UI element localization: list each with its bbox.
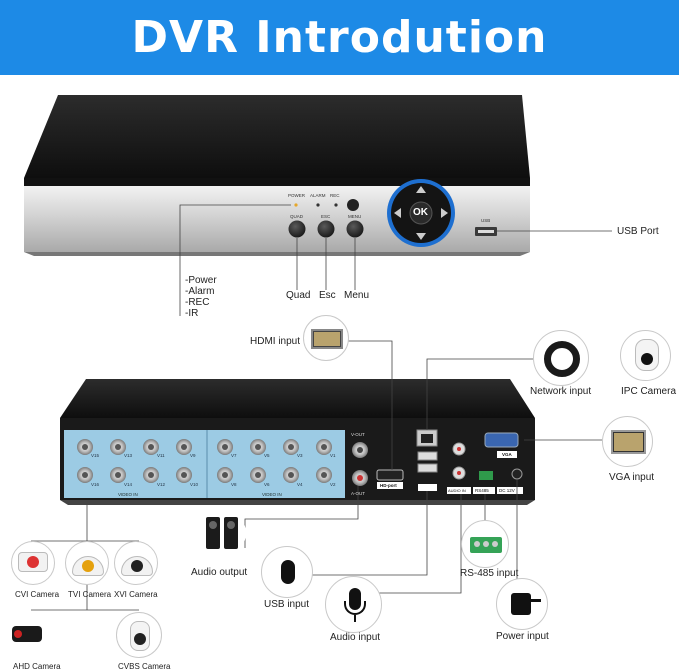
speaker-icon bbox=[198, 509, 246, 557]
bnc-label-v2: V2 bbox=[330, 482, 336, 487]
alarm-callout: -Alarm bbox=[185, 286, 215, 297]
video-in-label-right: VIDEO IN bbox=[262, 492, 282, 497]
bnc-label-v15: V15 bbox=[91, 453, 100, 458]
indicator-callout: -Power -Alarm -REC -IR bbox=[185, 275, 217, 319]
quad-callout: Quad bbox=[286, 290, 311, 301]
menu-button-label: MENU bbox=[348, 214, 362, 219]
cvi-camera-icon bbox=[11, 541, 55, 585]
cvi-camera-label: CVI Camera bbox=[15, 590, 60, 599]
ok-button[interactable] bbox=[409, 201, 433, 225]
alarm-led-label: ALARM bbox=[310, 193, 326, 198]
cvbs-camera-icon bbox=[116, 612, 162, 658]
bnc-label-v3: V3 bbox=[297, 453, 303, 458]
bnc-label-v5: V5 bbox=[264, 453, 270, 458]
video-in-label-left: VIDEO IN bbox=[118, 492, 138, 497]
rs485-terminal-icon bbox=[461, 520, 509, 568]
bnc-label-v1: V1 bbox=[330, 453, 336, 458]
ipc-camera-callout: IPC Camera bbox=[621, 386, 677, 397]
tvi-camera-icon bbox=[65, 541, 109, 585]
hdmi-port[interactable] bbox=[376, 469, 404, 481]
microphone-icon bbox=[325, 576, 382, 633]
rs485-label: RS485 bbox=[475, 488, 489, 493]
hdmi-input-callout: HDMI input bbox=[250, 336, 301, 347]
bnc-label-v11: V11 bbox=[157, 453, 165, 458]
usb-small-label: USB bbox=[481, 218, 491, 223]
usb-port-rear-2[interactable] bbox=[417, 463, 438, 473]
quad-button[interactable] bbox=[288, 220, 306, 238]
audio-input-callout: Audio input bbox=[330, 632, 381, 643]
vga-monitor-icon bbox=[602, 416, 653, 467]
power-input-callout: Power input bbox=[496, 631, 549, 642]
left-arrow-icon[interactable] bbox=[394, 208, 401, 218]
audio-in-label: AUDIO IN bbox=[448, 488, 466, 493]
ir-sensor bbox=[347, 199, 359, 211]
vga-port[interactable] bbox=[484, 432, 519, 448]
menu-button[interactable] bbox=[346, 220, 364, 238]
quad-button-label: QUAD bbox=[290, 214, 304, 219]
rs485-input-callout: RS-485 input bbox=[460, 568, 519, 579]
page-title: DVR Introdution bbox=[131, 12, 548, 63]
bnc-label-v12: V12 bbox=[157, 482, 166, 487]
esc-callout: Esc bbox=[319, 290, 336, 301]
power-led bbox=[294, 203, 298, 207]
xvi-camera-label: XVI Camera bbox=[114, 590, 158, 599]
alarm-led bbox=[316, 203, 320, 207]
vga-label: VGA bbox=[502, 452, 512, 457]
power-led-label: POWER bbox=[288, 193, 306, 198]
power-adapter-icon bbox=[496, 578, 548, 630]
esc-button-label: ESC bbox=[321, 214, 331, 219]
rec-led bbox=[334, 203, 338, 207]
dc-jack[interactable] bbox=[511, 468, 523, 480]
down-arrow-icon[interactable] bbox=[416, 233, 426, 240]
bnc-label-v6: V6 bbox=[264, 482, 270, 487]
bnc-label-v4: V4 bbox=[297, 482, 303, 487]
bnc-label-v7: V7 bbox=[231, 453, 237, 458]
usb-mouse-icon bbox=[261, 546, 313, 598]
ir-callout: -IR bbox=[185, 308, 199, 319]
ahd-camera-icon bbox=[6, 612, 52, 658]
hdmi-device-icon bbox=[303, 315, 349, 361]
v-out-label: V-OUT bbox=[351, 432, 365, 437]
network-cable-icon bbox=[533, 330, 589, 386]
bnc-label-v8: V8 bbox=[231, 482, 237, 487]
esc-button[interactable] bbox=[317, 220, 335, 238]
usb-input-callout: USB input bbox=[264, 599, 310, 610]
cvbs-camera-label: CVBS Camera bbox=[118, 662, 171, 671]
rec-led-label: REC bbox=[330, 193, 340, 198]
network-input-callout: Network input bbox=[530, 386, 592, 397]
bnc-label-v14: V14 bbox=[124, 482, 133, 487]
bnc-label-v16: V16 bbox=[91, 482, 100, 487]
bnc-label-v9: V9 bbox=[190, 453, 196, 458]
right-arrow-icon[interactable] bbox=[441, 208, 448, 218]
usb-port-callout: USB Port bbox=[617, 226, 659, 237]
hd-port-label: HD-port bbox=[380, 483, 397, 488]
menu-callout: Menu bbox=[344, 290, 370, 301]
dvr-rear bbox=[60, 379, 535, 505]
a-out-label: A-OUT bbox=[351, 491, 365, 496]
ipc-camera-icon bbox=[620, 330, 671, 381]
xvi-camera-icon bbox=[114, 541, 158, 585]
bnc-label-v10: V10 bbox=[190, 482, 199, 487]
ok-label: OK bbox=[413, 207, 428, 218]
title-banner: DVR Introdution bbox=[0, 0, 679, 75]
tvi-camera-label: TVI Camera bbox=[68, 590, 112, 599]
rs485-terminal[interactable] bbox=[479, 471, 493, 480]
rec-callout: -REC bbox=[185, 297, 210, 308]
up-arrow-icon[interactable] bbox=[416, 186, 426, 193]
dvr-front bbox=[24, 95, 530, 256]
usb-port-rear-1[interactable] bbox=[417, 451, 438, 461]
ahd-camera-label: AHD Camera bbox=[13, 662, 61, 671]
vga-input-callout: VGA input bbox=[609, 472, 655, 483]
dc12v-label: DC 12V bbox=[499, 488, 515, 493]
power-callout: -Power bbox=[185, 275, 217, 286]
audio-output-callout: Audio output bbox=[191, 567, 248, 578]
bnc-label-v13: V13 bbox=[124, 453, 133, 458]
